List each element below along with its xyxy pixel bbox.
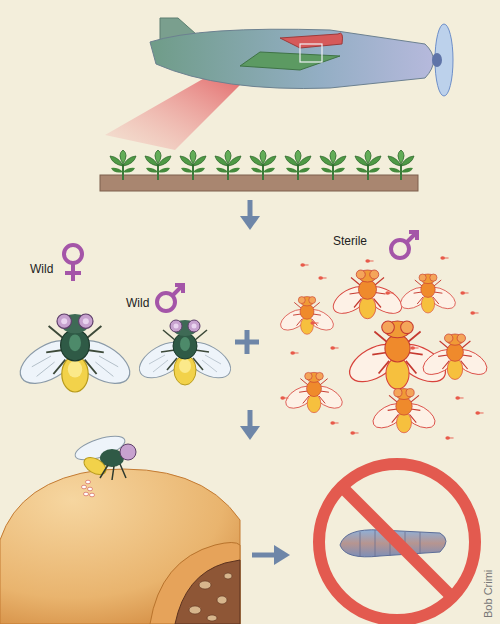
wild-male-label: Wild bbox=[126, 296, 149, 310]
artist-credit: Bob Crimi bbox=[482, 570, 495, 618]
wild-female-label: Wild bbox=[30, 262, 53, 276]
sterile-male-label: Sterile bbox=[333, 234, 367, 248]
